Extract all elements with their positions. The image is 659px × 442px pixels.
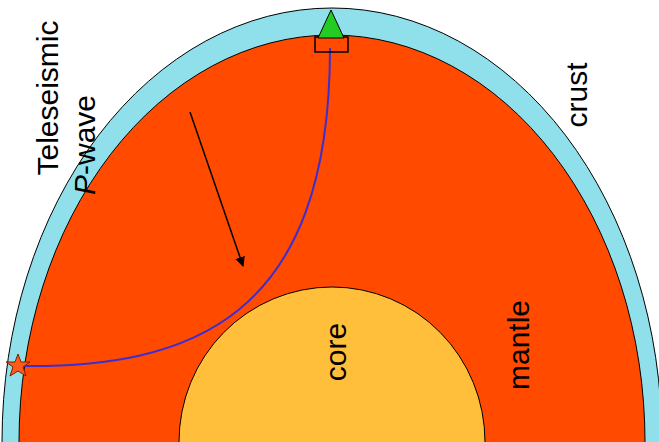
wave-label-text: Teleseismic xyxy=(31,20,64,175)
crust-layer xyxy=(2,8,659,442)
station-box xyxy=(315,37,348,52)
ray-path xyxy=(20,48,330,366)
layer-label: crust xyxy=(562,62,592,127)
wave-label: Teleseismic xyxy=(33,20,63,175)
layer-label-text: mantle xyxy=(502,300,535,390)
layer-label-text: core xyxy=(319,323,352,381)
wave-label: P-wave xyxy=(70,95,100,195)
layer-label: core xyxy=(321,323,351,381)
pointer-arrow xyxy=(190,112,243,266)
core-layer xyxy=(179,287,485,442)
layer-label: mantle xyxy=(504,300,534,390)
layer-label-text: crust xyxy=(560,62,593,127)
mantle-layer xyxy=(19,35,645,442)
earthquake-star xyxy=(6,354,30,376)
wave-label-text: P-wave xyxy=(70,95,100,195)
seismometer-triangle xyxy=(318,10,344,38)
